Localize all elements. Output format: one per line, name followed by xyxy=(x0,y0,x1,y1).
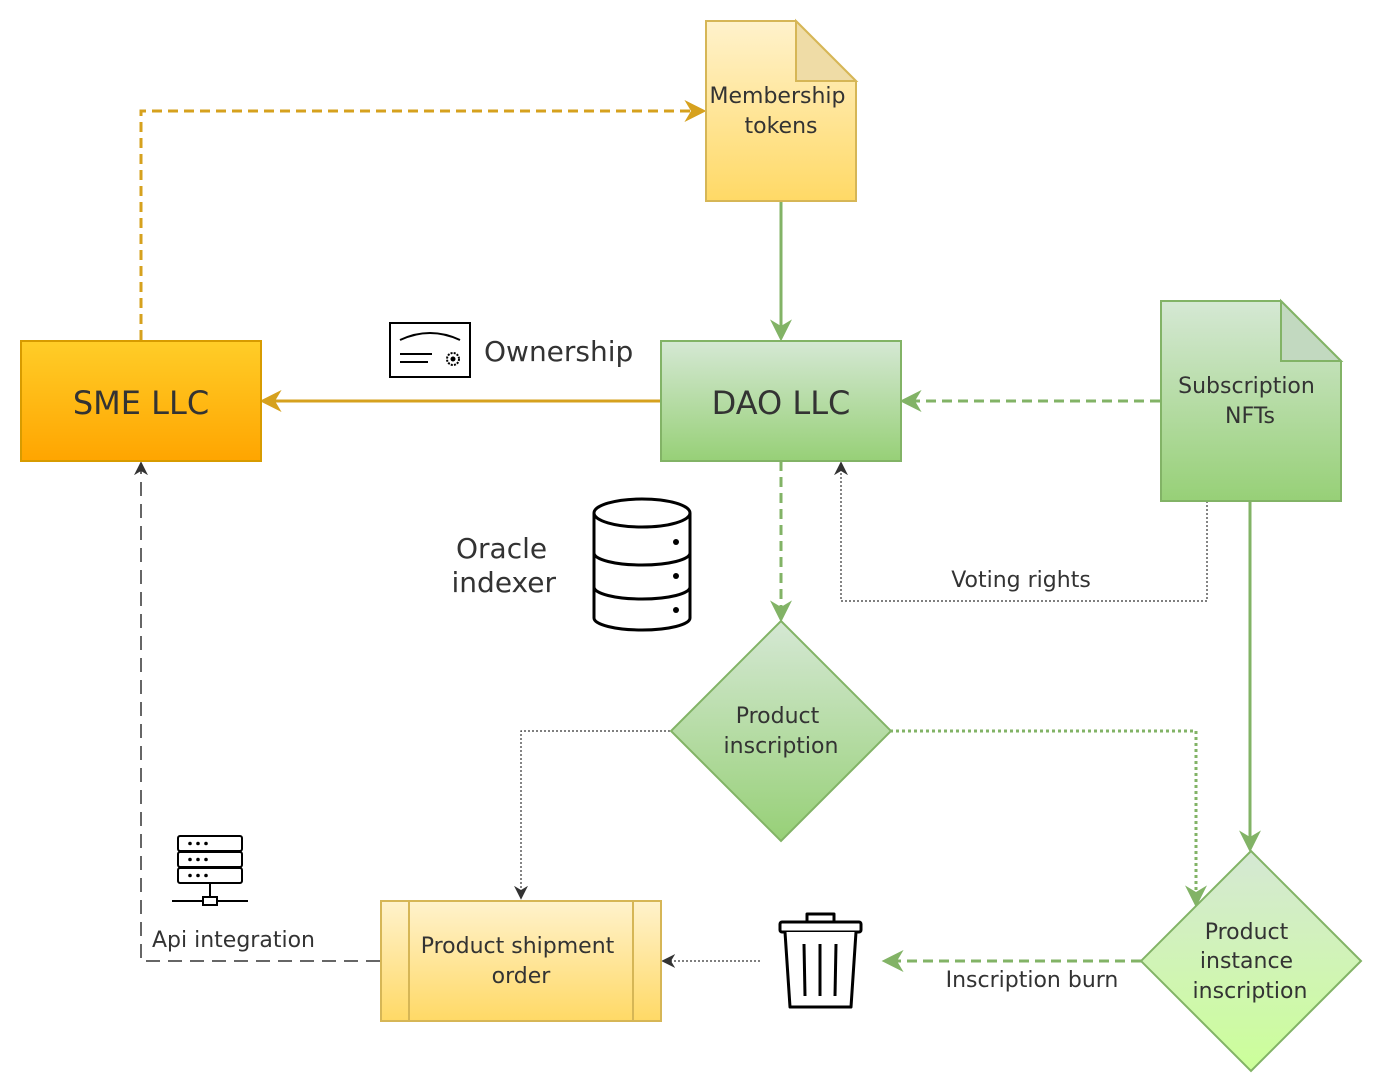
database-icon xyxy=(592,497,692,632)
node-membership-tokens[interactable]: Membership tokens xyxy=(705,18,859,202)
product-shipment-order-label: Product shipment order xyxy=(421,934,622,989)
inscription-burn-label: Inscription burn xyxy=(946,968,1119,993)
edge-inscription-to-instance xyxy=(890,729,1207,908)
product-shipment-line-2: order xyxy=(492,964,552,989)
edges xyxy=(134,100,1261,972)
api-integration-label: Api integration xyxy=(152,928,315,953)
node-product-inscription[interactable]: Product inscription xyxy=(669,619,893,843)
edge-sme-to-membership xyxy=(139,100,707,340)
certificate-icon xyxy=(389,322,471,378)
node-sme-llc[interactable]: SME LLC xyxy=(20,340,262,462)
node-product-instance-inscription[interactable]: Product instance inscription xyxy=(1139,849,1363,1073)
subscription-nfts-line-2: NFTs xyxy=(1225,404,1275,429)
edge-voting-rights xyxy=(834,461,1208,602)
membership-tokens-line-2: tokens xyxy=(745,114,818,139)
trash-icon xyxy=(778,912,863,1009)
node-product-shipment-order[interactable]: Product shipment order xyxy=(380,900,662,1022)
voting-rights-label: Voting rights xyxy=(951,568,1091,593)
dao-llc-label: DAO LLC xyxy=(712,384,851,422)
subscription-nfts-label: Subscription NFTs xyxy=(1178,374,1322,429)
oracle-indexer-line-1: Oracle xyxy=(456,532,547,565)
product-shipment-line-1: Product shipment xyxy=(421,934,615,959)
product-instance-inscription-label: Product instance inscription xyxy=(1193,920,1308,1004)
edge-api-integration xyxy=(134,461,380,962)
oracle-indexer-line-2: indexer xyxy=(452,566,557,599)
product-instance-line-1: Product xyxy=(1205,920,1289,945)
product-inscription-line-2: inscription xyxy=(724,734,839,759)
product-inscription-line-1: Product xyxy=(736,704,820,729)
server-icon xyxy=(172,835,248,906)
membership-tokens-line-1: Membership xyxy=(710,84,846,109)
node-dao-llc[interactable]: DAO LLC xyxy=(660,340,902,462)
product-instance-line-3: inscription xyxy=(1193,979,1308,1004)
membership-tokens-label: Membership tokens xyxy=(710,84,853,139)
oracle-indexer-label: Oracle indexer xyxy=(452,532,557,599)
sme-llc-label: SME LLC xyxy=(73,384,209,422)
subscription-nfts-line-1: Subscription xyxy=(1178,374,1315,399)
edge-inscription-to-shipment xyxy=(514,730,670,900)
node-subscription-nfts[interactable]: Subscription NFTs xyxy=(1160,298,1344,502)
product-inscription-label: Product inscription xyxy=(724,704,839,759)
product-instance-line-2: instance xyxy=(1200,949,1293,974)
ownership-label: Ownership xyxy=(484,335,633,368)
